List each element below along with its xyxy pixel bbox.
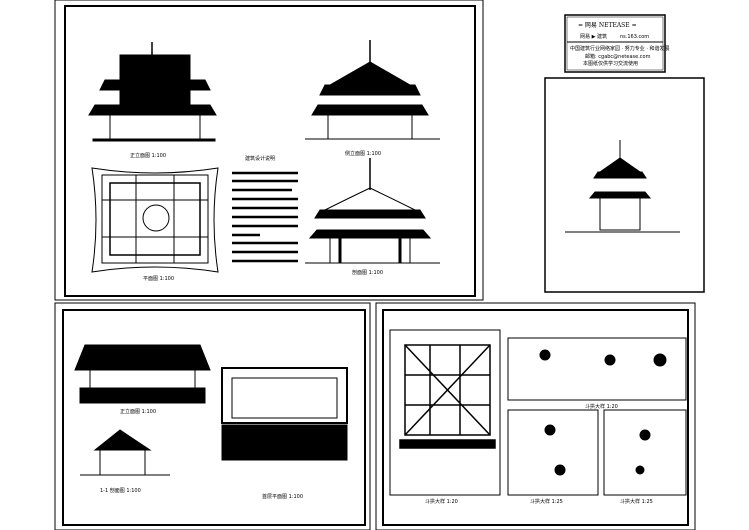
- logo-line-1: 中国建筑行业网络家园 · 努力专业 · 和谐发展: [570, 45, 670, 52]
- front-elevation-label: 正立面图 1:100: [130, 152, 166, 159]
- hall-section-drawing: [80, 429, 170, 476]
- detail-4-label: 斗拱大样 1:25: [620, 498, 653, 505]
- hall-elevation-label: 正立面图 1:100: [120, 408, 156, 415]
- hall-elevation-drawing: [74, 344, 211, 404]
- side-elevation-label: 侧立面图 1:100: [345, 150, 381, 157]
- hall-section-label: 1-1 剖面图 1:100: [100, 487, 141, 494]
- design-notes: [232, 171, 298, 263]
- sheet-1-elevations: 正立面图 1:100 侧立面图 1:100 平面图 1:100 建筑设计说明: [54, 0, 484, 301]
- logo-line-2: 邮箱: cgabc@netease.com: [585, 53, 651, 60]
- netease-logo-box: = 网易 NETEASE = 网易 ▶ 建筑 ns.163.com 中国建筑行业…: [564, 14, 670, 73]
- plan-drawing: [91, 167, 219, 273]
- hall-plan-drawing: [221, 367, 348, 461]
- logo-subtitle: 网易 ▶ 建筑: [580, 33, 607, 40]
- sheet-3-hall: 正立面图 1:100 1-1 剖面图 1:100 首层平面图 1:100: [54, 302, 371, 530]
- bracket-detail-marks: [539, 349, 667, 476]
- bracket-grid-drawing: [399, 344, 496, 449]
- logo-title: = 网易 NETEASE =: [578, 22, 637, 29]
- notes-title: 建筑设计说明: [245, 155, 275, 162]
- section-drawing: [305, 158, 440, 264]
- sheet-2-pavilion-section: [544, 77, 705, 293]
- logo-domain: ns.163.com: [620, 34, 649, 40]
- detail-2-label: 斗拱大样 1:20: [585, 403, 618, 410]
- detail-1-label: 斗拱大样 1:20: [425, 498, 458, 505]
- plan-label: 平面图 1:100: [143, 276, 174, 282]
- detail-3-label: 斗拱大样 1:25: [530, 498, 563, 505]
- sheet-4-bracket-details: 斗拱大样 1:20 斗拱大样 1:20 斗拱大样 1:25 斗拱大样 1:25: [375, 302, 696, 530]
- section-label: 剖面图 1:100: [352, 269, 383, 276]
- side-elevation-drawing: [305, 40, 440, 140]
- hall-plan-label: 首层平面图 1:100: [262, 493, 303, 500]
- logo-line-3: 本图纸仅供学习交流使用: [583, 60, 638, 67]
- front-elevation-drawing: [88, 42, 217, 142]
